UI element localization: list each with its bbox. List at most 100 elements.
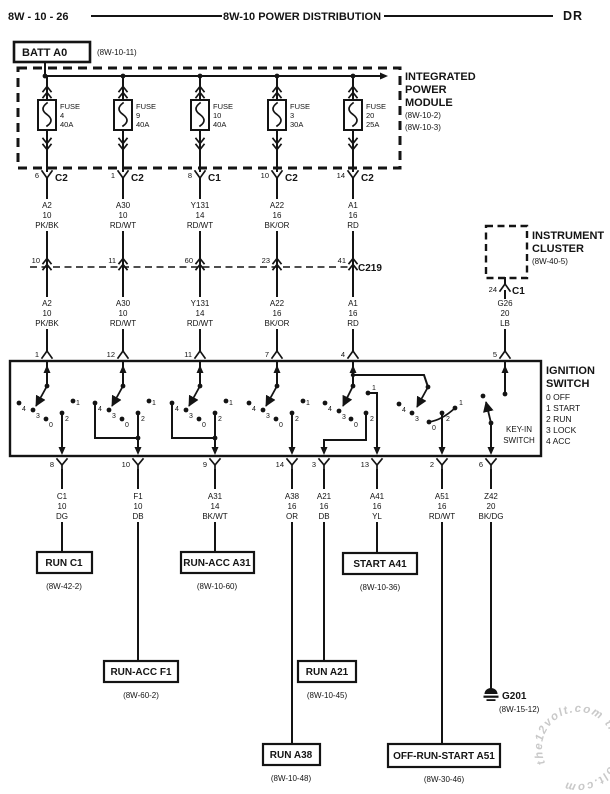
- svg-text:Y131: Y131: [191, 201, 210, 210]
- fuse-label: FUSE: [60, 102, 80, 111]
- watermark: the12volt.com the12volt.com: [518, 688, 610, 794]
- keyin-label-line2: SWITCH: [503, 436, 535, 445]
- svg-text:A41: A41: [370, 492, 385, 501]
- svg-text:2: 2: [446, 416, 450, 423]
- svg-text:0: 0: [432, 425, 436, 432]
- svg-text:RD: RD: [347, 319, 359, 328]
- destination-label: RUN A38: [270, 750, 313, 761]
- ipm-ref2: (8W-10-3): [405, 123, 441, 132]
- svg-text:1: 1: [76, 400, 80, 407]
- switch-lever: [35, 385, 48, 407]
- svg-text:0: 0: [125, 422, 129, 429]
- svg-text:3: 3: [415, 416, 419, 423]
- connector-fork-icon: [194, 170, 206, 179]
- page-title: 8W-10 POWER DISTRIBUTION: [223, 11, 381, 23]
- output-run-a21: 3 A21 16 DB RUN A21 (8W-10-45): [296, 458, 358, 700]
- battery-callout: BATT A0 (8W-10-11): [12, 40, 137, 77]
- destination-ref: (8W-10-60): [197, 582, 238, 591]
- key-in-switch: KEY-IN SWITCH: [480, 360, 535, 455]
- svg-text:0: 0: [202, 422, 206, 429]
- destination-ref: (8W-42-2): [46, 582, 82, 591]
- svg-text:RD/WT: RD/WT: [187, 221, 213, 230]
- integrated-power-module: INTEGRATED POWER MODULE (8W-10-2) (8W-10…: [16, 66, 476, 172]
- svg-text:20: 20: [487, 502, 496, 511]
- fuse-number: 9: [136, 111, 140, 120]
- svg-text:4: 4: [98, 406, 102, 413]
- svg-text:41: 41: [338, 256, 346, 265]
- svg-text:12: 12: [107, 350, 115, 359]
- ignition-switch: IGNITION SWITCH 0 OFF 1 START 2 RUN 3 LO…: [8, 359, 595, 458]
- svg-text:YL: YL: [372, 512, 382, 521]
- svg-text:4: 4: [22, 406, 26, 413]
- keyin-label-line1: KEY-IN: [506, 425, 532, 434]
- svg-text:A31: A31: [208, 492, 223, 501]
- svg-text:8: 8: [188, 171, 192, 180]
- fuse-number: 3: [290, 111, 294, 120]
- svg-text:4: 4: [402, 407, 406, 414]
- ipm-pin: 6: [35, 171, 39, 180]
- wire-run-a22: 10 C2 A22 16 BK/OR 23 A22 16 BK/OR 7: [261, 170, 298, 359]
- fuse-icon: [113, 99, 133, 131]
- svg-text:A2: A2: [42, 299, 52, 308]
- c219-label: C219: [358, 263, 382, 274]
- fuse-icon: [190, 99, 210, 131]
- svg-text:3: 3: [189, 413, 193, 420]
- svg-text:DB: DB: [318, 512, 329, 521]
- svg-text:C2: C2: [131, 173, 144, 184]
- ignition-title-line1: IGNITION: [546, 365, 595, 377]
- svg-text:2: 2: [430, 460, 434, 469]
- svg-text:DB: DB: [132, 512, 143, 521]
- svg-text:3: 3: [312, 460, 316, 469]
- ipm-ref1: (8W-10-2): [405, 111, 441, 120]
- output-run-c1: 8 C1 10 DG RUN C1 (8W-42-2): [35, 458, 94, 591]
- svg-text:A22: A22: [270, 201, 285, 210]
- svg-text:11: 11: [108, 256, 116, 265]
- svg-text:10: 10: [122, 460, 130, 469]
- position-legend-lock: 3 LOCK: [546, 425, 577, 435]
- output-run-acc-a31: 9 A31 14 BK/WT RUN-ACC A31 (8W-10-60): [179, 458, 256, 591]
- fuse-column-3: FUSE 10 40A: [190, 75, 233, 172]
- svg-text:2: 2: [370, 416, 374, 423]
- svg-text:A1: A1: [348, 299, 358, 308]
- svg-text:16: 16: [349, 211, 358, 220]
- output-ground-z42: 6 Z42 20 BK/DG G201 (8W-15-12): [479, 458, 540, 714]
- svg-text:2: 2: [295, 416, 299, 423]
- destination-box: [386, 742, 502, 769]
- cluster-ref: (8W-40-5): [532, 257, 568, 266]
- connector-fork-icon: [499, 283, 511, 292]
- svg-text:1: 1: [111, 171, 115, 180]
- svg-text:4: 4: [341, 350, 345, 359]
- position-legend-off: 0 OFF: [546, 392, 570, 402]
- svg-text:BK/OR: BK/OR: [265, 221, 290, 230]
- fuse-number: 10: [213, 111, 221, 120]
- svg-text:10: 10: [119, 211, 128, 220]
- svg-text:Y131: Y131: [191, 299, 210, 308]
- svg-text:2: 2: [65, 416, 69, 423]
- svg-text:16: 16: [273, 211, 282, 220]
- fuse-column-1: FUSE 4 40A: [37, 75, 80, 172]
- destination-label: OFF-RUN-START A51: [393, 751, 495, 762]
- header-model-code: DR: [563, 9, 583, 23]
- svg-text:3: 3: [36, 413, 40, 420]
- switch-pin: 5: [493, 350, 497, 359]
- fuse-rating: 25A: [366, 120, 379, 129]
- ipm-connector: C2: [55, 173, 68, 184]
- svg-text:16: 16: [373, 502, 382, 511]
- switch-lever: [416, 386, 429, 408]
- svg-text:A30: A30: [116, 201, 131, 210]
- position-legend-run: 2 RUN: [546, 414, 572, 424]
- fuse-icon: [267, 99, 287, 131]
- svg-text:BK/DG: BK/DG: [479, 512, 504, 521]
- svg-text:RD/WT: RD/WT: [110, 221, 136, 230]
- svg-text:C2: C2: [361, 173, 374, 184]
- svg-text:3: 3: [112, 413, 116, 420]
- svg-text:DG: DG: [56, 512, 68, 521]
- connector-fork-icon: [117, 350, 129, 359]
- output-off-run-start-a51: 2 A51 16 RD/WT OFF-RUN-START A51 (8W-30-…: [386, 458, 502, 784]
- connector-fork-icon: [194, 350, 206, 359]
- svg-text:14: 14: [276, 460, 284, 469]
